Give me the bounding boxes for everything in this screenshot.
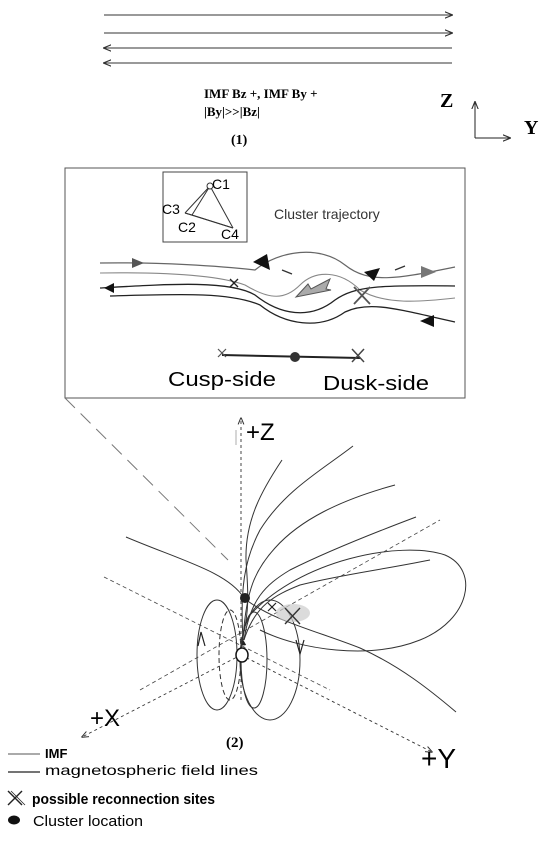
field-line-black-2 <box>109 293 456 324</box>
axis-label-z: Z <box>440 90 453 112</box>
dusk-side-x-mark <box>351 348 365 363</box>
legend-imf-label: IMF <box>45 746 67 761</box>
open-field-line-2 <box>242 484 396 641</box>
dipole-arrow-right <box>295 639 305 657</box>
reconnection-x-cusp <box>229 278 239 288</box>
flow-arrow-left-lower <box>104 283 114 293</box>
dipole-arrow-left <box>197 631 206 647</box>
trajectory-open-arrow <box>294 277 332 298</box>
open-field-line-5 <box>241 459 283 641</box>
axis-label-y: Y <box>524 117 539 139</box>
imf-line-1 <box>125 536 457 713</box>
legend: IMF magnetospheric field lines possible … <box>7 746 258 830</box>
earth <box>235 647 249 663</box>
spacecraft-c2: C2 <box>178 219 196 235</box>
axis-label-plus-y: +Y <box>421 743 456 774</box>
dusk-side-label: Dusk-side <box>323 373 429 395</box>
panel-2: +Z +X +Y (2) <box>82 418 467 774</box>
trajectory-label: Cluster trajectory <box>274 206 380 222</box>
flow-arrow-black-wedge <box>253 254 270 270</box>
imf-condition-line1: IMF Bz +, IMF By + <box>204 86 318 101</box>
reconnection-x-3d-2 <box>284 607 301 625</box>
reconnection-x-3d-1 <box>267 602 277 612</box>
axis-label-plus-x: +X <box>90 705 120 732</box>
field-line-upper-grey <box>99 251 456 279</box>
cluster-location-marker <box>240 593 250 603</box>
cusp-side-x-mark <box>217 348 227 358</box>
spacecraft-c1: C1 <box>212 176 230 192</box>
open-field-line-4 <box>243 559 431 641</box>
dipole-loop-left-outer <box>196 599 238 711</box>
panel-1-label: (1) <box>231 133 248 148</box>
legend-reconnection-label: possible reconnection sites <box>32 791 215 808</box>
y-axis-3d <box>240 654 432 752</box>
imf-condition-line2: |By|>>|Bz| <box>204 104 260 119</box>
inset-frame <box>64 167 466 399</box>
cluster-tetrahedron <box>184 182 234 229</box>
trajectory-dash-1 <box>281 269 293 275</box>
legend-reconnection-icon <box>7 790 26 806</box>
legend-cluster-label: Cluster location <box>33 813 143 830</box>
legend-field-line-label: magnetospheric field lines <box>45 762 258 778</box>
legend-cluster-dot <box>8 815 20 825</box>
inset-connector-1 <box>64 397 229 561</box>
flow-arrow-right-black <box>364 268 380 281</box>
spacecraft-c4: C4 <box>221 226 239 242</box>
flow-arrow-right-upper <box>421 266 436 278</box>
axis-label-plus-z: +Z <box>246 419 275 446</box>
cluster-position-dot <box>290 352 300 362</box>
spacecraft-c3: C3 <box>162 201 180 217</box>
large-loop-y <box>249 549 467 652</box>
field-line-upper-grey-2 <box>99 272 456 302</box>
cusp-side-label: Cusp-side <box>168 369 276 391</box>
reconnection-x-dusk <box>353 286 371 305</box>
field-line-black-1 <box>99 283 456 314</box>
inset-panel: C1 C2 C3 C4 Cluster trajectory <box>64 167 466 399</box>
diagonal-plane-line-2 <box>139 519 441 691</box>
panel-2-label: (2) <box>226 735 244 751</box>
panel-1: IMF Bz +, IMF By + |By|>>|Bz| (1) Z Y <box>104 15 539 148</box>
flow-arrow-left-upper <box>132 258 144 268</box>
diagonal-plane-line-1 <box>103 576 331 691</box>
tetrahedron-frame <box>162 171 248 243</box>
open-field-line-3 <box>243 516 417 641</box>
flow-arrow-right-lower <box>420 315 434 327</box>
reconnection-region-shade <box>276 604 310 622</box>
trajectory-dash-2 <box>394 265 406 271</box>
